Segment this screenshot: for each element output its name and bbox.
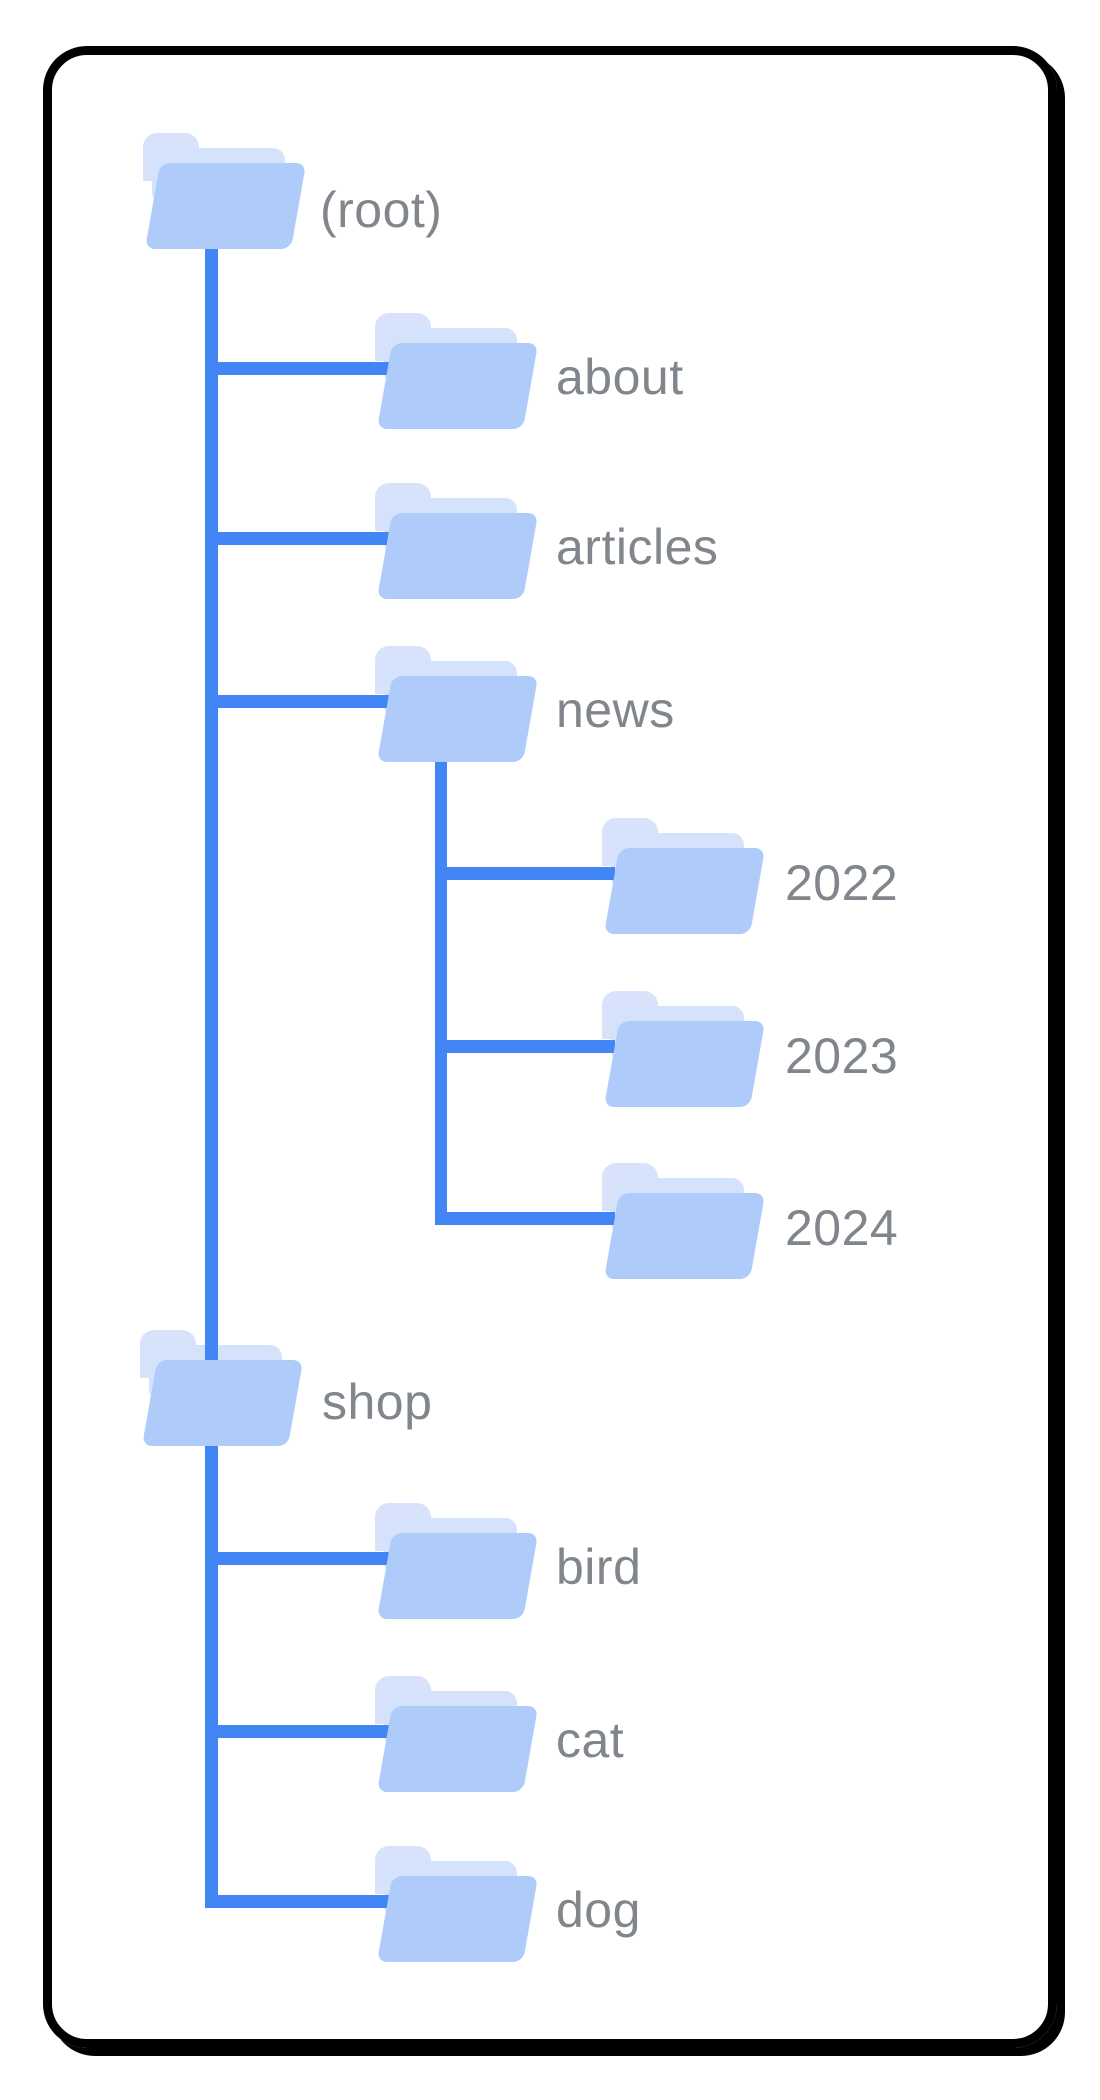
node-label-about: about <box>556 349 684 405</box>
connector-branch-news <box>205 695 390 708</box>
folder-front-icon <box>377 513 539 599</box>
folder-icon-2024 <box>602 1163 766 1279</box>
connector-branch-cat <box>205 1725 391 1738</box>
folder-front-icon <box>377 1533 539 1619</box>
folder-front-icon <box>377 343 539 429</box>
folder-front-icon <box>604 848 766 934</box>
folder-front-icon <box>377 1706 539 1792</box>
connector-branch-bird <box>205 1552 391 1565</box>
connector-branch-about <box>205 362 390 375</box>
node-label-2024: 2024 <box>785 1200 899 1256</box>
folder-icon-news <box>375 646 539 762</box>
connector-branch-2024 <box>435 1212 615 1225</box>
node-label-articles: articles <box>556 519 719 575</box>
diagram-rounded-frame <box>43 46 1057 2048</box>
node-label-news: news <box>556 682 675 738</box>
folder-icon-articles <box>375 483 539 599</box>
connector-branch-dog <box>205 1895 391 1908</box>
folder-icon-2022 <box>602 818 766 934</box>
folder-icon-bird <box>375 1503 539 1619</box>
folder-icon-2023 <box>602 991 766 1107</box>
folder-icon-about <box>375 313 539 429</box>
node-label-root: (root) <box>320 182 443 238</box>
folder-front-icon <box>142 1360 304 1446</box>
folder-icon-root <box>143 133 307 249</box>
connector-branch-2023 <box>435 1040 615 1053</box>
node-label-bird: bird <box>556 1539 642 1595</box>
folder-front-icon <box>604 1021 766 1107</box>
connector-branch-articles <box>205 532 390 545</box>
folder-icon-dog <box>375 1846 539 1962</box>
folder-front-icon <box>145 163 307 249</box>
folder-front-icon <box>377 676 539 762</box>
node-label-shop: shop <box>322 1374 433 1430</box>
node-label-2023: 2023 <box>785 1028 899 1084</box>
connector-branch-2022 <box>435 867 615 880</box>
node-label-2022: 2022 <box>785 855 899 911</box>
connector-root-trunk <box>205 240 218 1908</box>
folder-icon-cat <box>375 1676 539 1792</box>
connector-news-trunk <box>435 755 447 1225</box>
node-label-dog: dog <box>556 1882 641 1938</box>
node-label-cat: cat <box>556 1712 625 1768</box>
folder-front-icon <box>377 1876 539 1962</box>
folder-front-icon <box>604 1193 766 1279</box>
